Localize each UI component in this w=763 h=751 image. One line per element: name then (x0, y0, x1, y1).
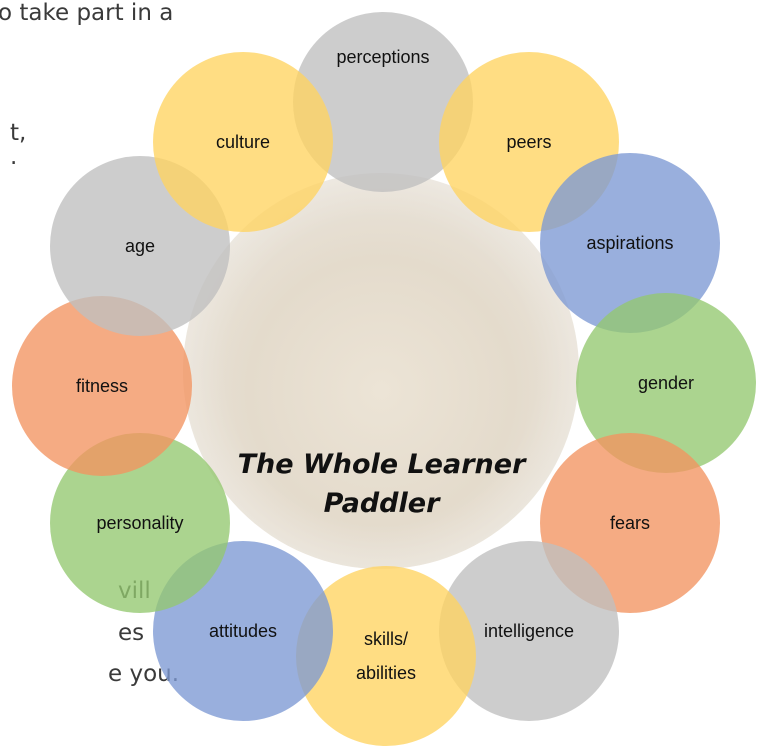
node-label: peers (506, 132, 552, 152)
node-culture: culture (153, 52, 333, 232)
center-title-line2: Paddler (323, 488, 440, 519)
bg-text-line: o take part in a (0, 0, 174, 26)
node-label-line1: skills/ (364, 629, 408, 649)
node-label: personality (96, 513, 184, 533)
node-label: intelligence (483, 621, 575, 641)
node-label: age (124, 236, 156, 256)
node-label: fitness (75, 376, 129, 396)
photo-fade (183, 173, 579, 569)
node-label: culture (215, 132, 271, 152)
bg-text-line: . (10, 144, 18, 170)
node-label: attitudes (208, 621, 278, 641)
node-label: fears (609, 513, 651, 533)
bg-text-line: es (118, 620, 145, 646)
node-label-line2: abilities (355, 663, 417, 683)
center-title-line1: The Whole Learner (237, 449, 526, 480)
node-label: perceptions (336, 47, 430, 67)
node-label: gender (637, 373, 695, 393)
center-photo (183, 173, 579, 569)
node-label: aspirations (586, 233, 674, 253)
bg-text-line: t, (10, 120, 27, 146)
